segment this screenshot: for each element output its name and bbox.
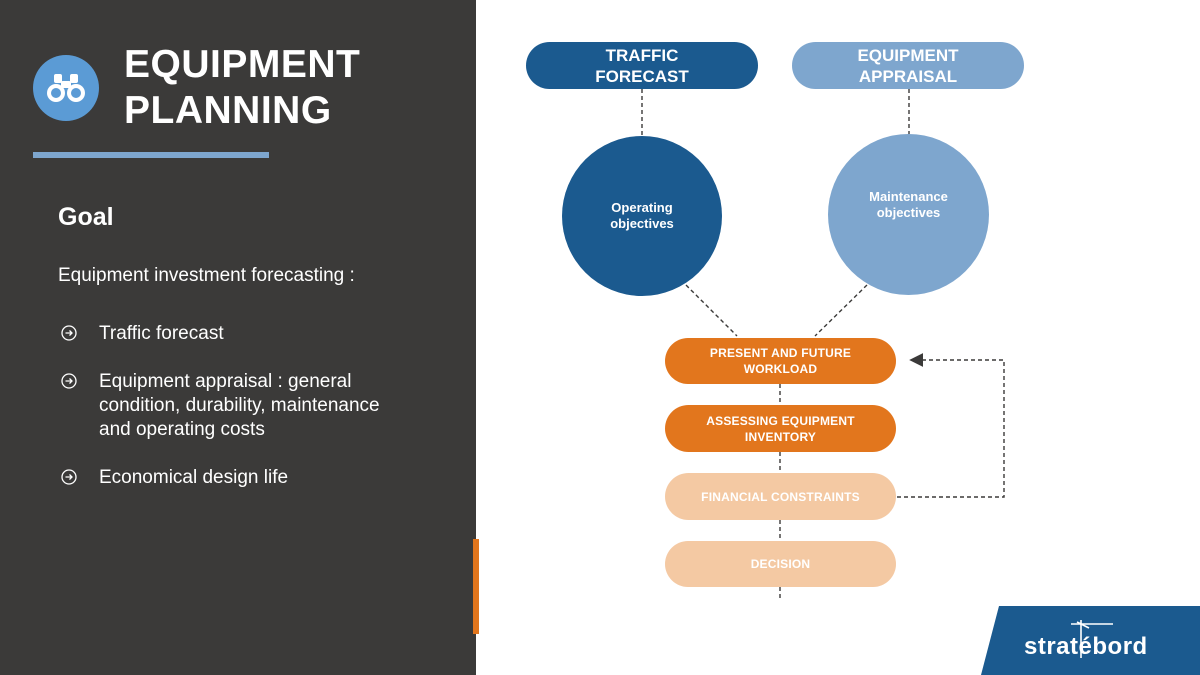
step-label-line: DECISION bbox=[750, 557, 811, 571]
title-line-1: EQUIPMENT bbox=[124, 43, 361, 86]
bullet-text: Economical design life bbox=[99, 467, 289, 488]
circle-label-line: Maintenance bbox=[869, 188, 948, 204]
bullet-text-line: and operating costs bbox=[99, 419, 265, 440]
circled-arrow-right-icon bbox=[61, 373, 77, 389]
box-label-line: TRAFFIC bbox=[605, 45, 679, 65]
step-label-line: FINANCIAL CONSTRAINTS bbox=[701, 489, 860, 504]
maintenance-objectives-circle: Maintenance objectives bbox=[828, 134, 989, 295]
traffic-forecast-box: TRAFFIC FORECAST bbox=[526, 42, 758, 89]
bullet-item: Economical design life bbox=[58, 466, 458, 490]
orange-marker bbox=[473, 539, 479, 634]
present-future-workload-step: PRESENT AND FUTURE WORKLOAD bbox=[665, 338, 896, 384]
box-label-line: APPRAISAL bbox=[858, 66, 958, 86]
assessing-equipment-inventory-step: ASSESSING EQUIPMENT INVENTORY bbox=[665, 405, 896, 452]
goal-intro: Equipment investment forecasting : bbox=[58, 265, 355, 286]
bullet-text: Traffic forecast bbox=[99, 323, 224, 344]
step-label-line: INVENTORY bbox=[744, 429, 817, 444]
title-line-2: PLANNING bbox=[124, 89, 332, 132]
step-label-line: PRESENT AND FUTURE bbox=[709, 346, 852, 360]
goal-heading: Goal bbox=[58, 203, 114, 231]
financial-constraints-step: FINANCIAL CONSTRAINTS bbox=[665, 473, 896, 520]
step-label-line: ASSESSING EQUIPMENT bbox=[706, 413, 855, 428]
box-label-line: EQUIPMENT bbox=[857, 45, 959, 65]
bullet-text-line: Equipment appraisal : general bbox=[99, 371, 352, 392]
circled-arrow-right-icon bbox=[61, 325, 77, 341]
equipment-appraisal-box: EQUIPMENT APPRAISAL bbox=[792, 42, 1024, 89]
binoculars-icon bbox=[33, 55, 99, 121]
decision-step: DECISION bbox=[665, 541, 896, 587]
stratebord-logo bbox=[981, 606, 1200, 675]
page-title: EQUIPMENT PLANNING bbox=[124, 42, 360, 134]
bullet-text-line: condition, durability, maintenance bbox=[99, 395, 380, 416]
bullet-item: Traffic forecast bbox=[58, 322, 458, 346]
logo-wordmark: stratébord bbox=[1024, 633, 1148, 660]
operating-objectives-circle: Operating objectives bbox=[562, 136, 722, 296]
circled-arrow-right-icon bbox=[61, 469, 77, 485]
circle-label-line: objectives bbox=[610, 216, 674, 231]
title-underline bbox=[33, 152, 269, 158]
circle-label-line: objectives bbox=[876, 204, 941, 220]
goal-bullet-list: Traffic forecast Equipment appraisal : g… bbox=[58, 322, 458, 514]
circle-label-line: Operating bbox=[611, 200, 673, 215]
box-label-line: FORECAST bbox=[595, 66, 689, 86]
bullet-item: Equipment appraisal : general condition,… bbox=[58, 370, 458, 442]
step-label-line: WORKLOAD bbox=[743, 362, 818, 376]
